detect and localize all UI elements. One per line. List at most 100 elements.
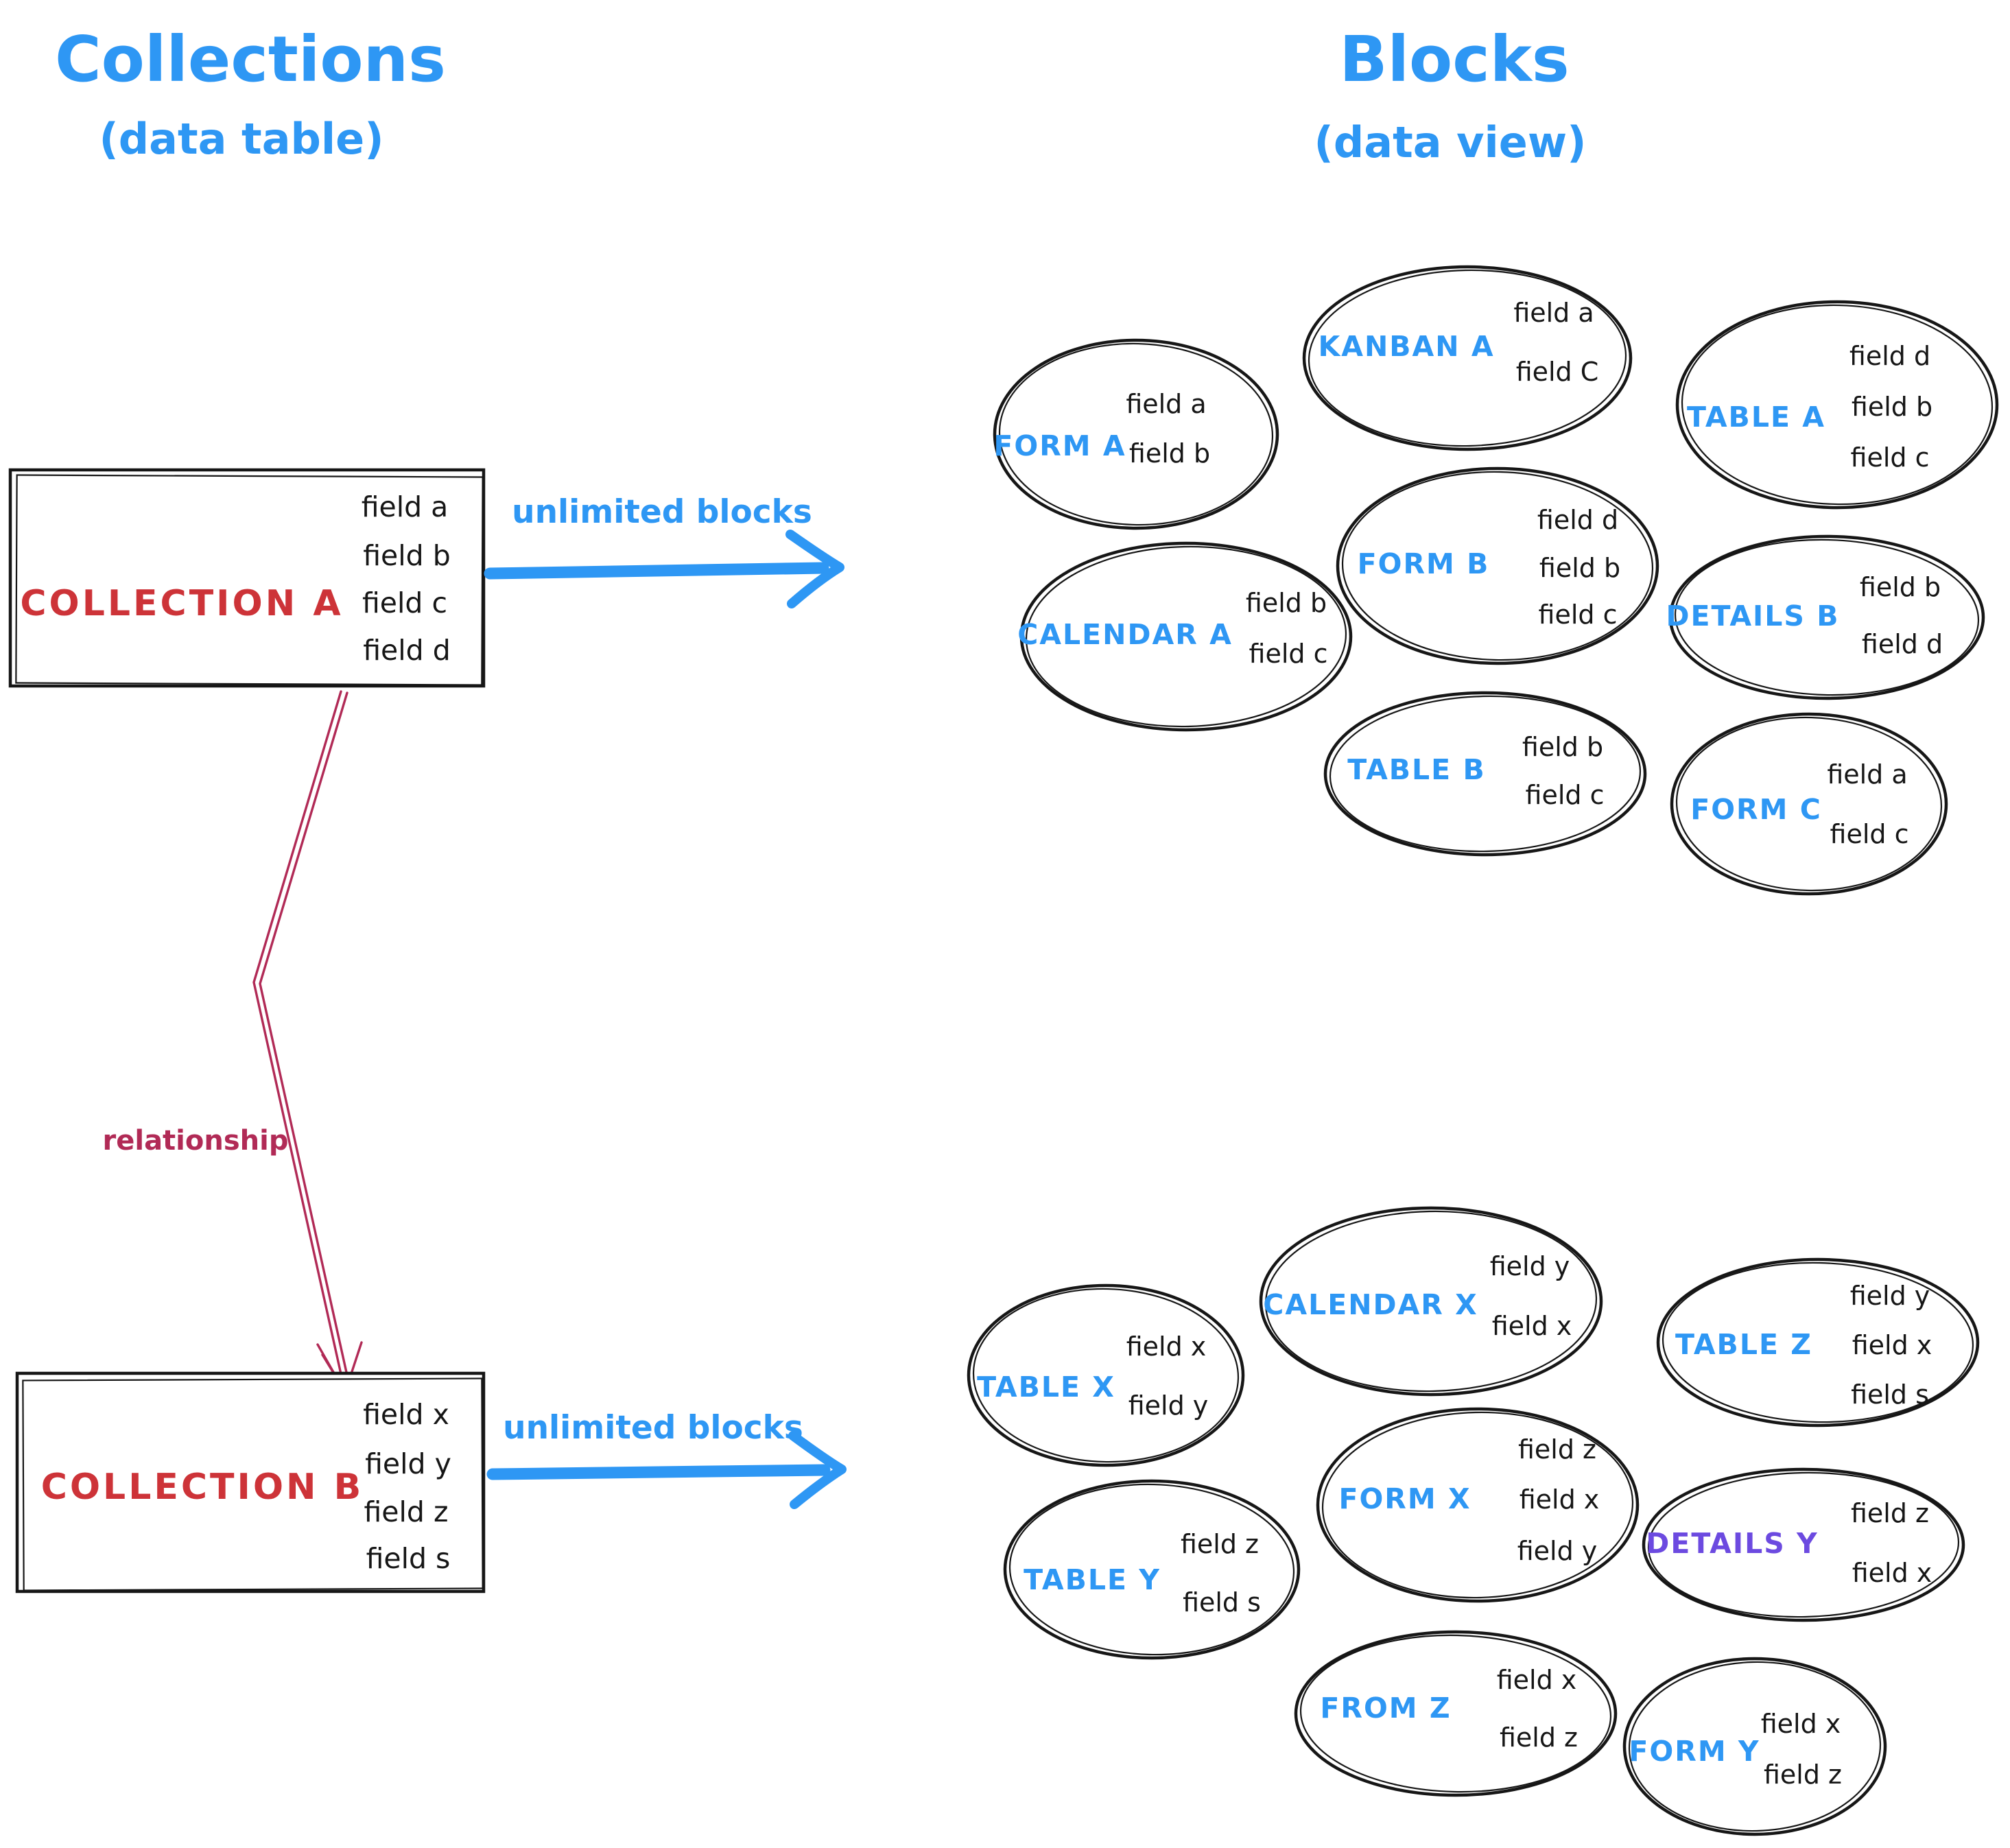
block-details-b: DETAILS B field b field d (1666, 534, 1985, 700)
block-ellipse-echo (972, 1288, 1240, 1463)
block-field: field C (1516, 357, 1599, 387)
block-label: TABLE B (1347, 753, 1485, 786)
relationship-arrowhead (316, 1341, 363, 1411)
block-ellipse (1675, 300, 1999, 510)
block-ellipse-echo (1681, 304, 1994, 506)
block-ellipse (1668, 534, 1985, 700)
block-form-x: FORM X field z field x field y (1316, 1407, 1640, 1603)
block-ellipse-echo (1308, 269, 1627, 447)
block-ellipse (1656, 1257, 1980, 1428)
block-label: TABLE Z (1675, 1328, 1812, 1361)
blocks-title: Blocks (1339, 23, 1569, 96)
collection-b-rect-echo (22, 1377, 484, 1591)
collections-subtitle: (data table) (99, 114, 383, 164)
block-field: field a (1126, 389, 1206, 419)
block-field: field s (1183, 1587, 1261, 1618)
block-label: CALENDAR X (1263, 1288, 1478, 1321)
arrow-head (788, 1431, 847, 1509)
block-field: field y (1490, 1251, 1570, 1281)
block-label: FROM Z (1320, 1692, 1451, 1725)
block-field: field c (1851, 442, 1930, 473)
block-ellipse (1670, 712, 1948, 896)
block-field: field c (1830, 819, 1909, 849)
block-table-z: TABLE Z field y field x field s (1656, 1257, 1980, 1428)
block-field: field d (1849, 341, 1930, 371)
collection-b-rect (15, 1371, 486, 1594)
collection-b-box: COLLECTION B field x field y field z fie… (15, 1371, 486, 1594)
block-ellipse-echo (1674, 538, 1980, 696)
block-ellipse (1003, 1479, 1301, 1660)
collection-a-box: COLLECTION A field a field b field c fie… (8, 468, 486, 688)
block-table-x: TABLE X field x field y (967, 1283, 1245, 1467)
collection-a-rect (8, 468, 486, 688)
block-field: field b (1522, 732, 1603, 762)
block-field: field a (1827, 759, 1907, 790)
collection-a-field: field b (363, 539, 451, 572)
arrow-head (785, 530, 844, 608)
relationship-line (252, 690, 346, 1394)
block-ellipse (1336, 466, 1659, 665)
collections-title: Collections (55, 23, 446, 96)
arrow-line (484, 562, 829, 580)
block-ellipse-echo (1321, 1411, 1634, 1599)
block-ellipse-echo (1025, 545, 1347, 728)
block-field: field z (1181, 1529, 1259, 1559)
block-label: DETAILS Y (1646, 1527, 1818, 1560)
block-ellipse (1622, 1657, 1887, 1836)
collection-b-name: COLLECTION B (41, 1467, 364, 1508)
block-ellipse-echo (1647, 1471, 1960, 1618)
block-form-c: FORM C field a field c (1670, 712, 1948, 896)
collections-header: Collections (data table) (55, 23, 446, 164)
arrow-line (486, 1464, 831, 1480)
block-field: field c (1539, 600, 1618, 630)
block-field: field x (1852, 1330, 1932, 1360)
block-calendar-a: CALENDAR A field b field c (1017, 541, 1353, 732)
block-field: field z (1851, 1498, 1929, 1528)
block-field: field c (1526, 780, 1605, 810)
block-ellipse (1642, 1467, 1965, 1622)
block-field: field y (1517, 1536, 1598, 1566)
arrow-unlimited-blocks-bottom: unlimited blocks (486, 1409, 847, 1509)
block-field: field d (1862, 629, 1943, 659)
block-field: field c (1249, 639, 1328, 669)
collection-b-field: field x (363, 1398, 449, 1431)
block-field: field s (1851, 1379, 1929, 1410)
block-calendar-x: CALENDAR X field y field x (1259, 1206, 1603, 1397)
block-form-y: FORM Y field x field z (1622, 1657, 1887, 1836)
block-field: field x (1126, 1331, 1207, 1362)
block-ellipse-echo (1341, 471, 1654, 661)
collection-a-name: COLLECTION A (20, 583, 343, 624)
block-ellipse-echo (1299, 1634, 1612, 1793)
block-field: field z (1518, 1434, 1596, 1465)
block-ellipse (1316, 1407, 1640, 1603)
blocks-header: Blocks (data view) (1314, 23, 1587, 167)
arrow-label-bottom: unlimited blocks (503, 1409, 803, 1447)
relationship-line-echo (259, 691, 353, 1395)
relationship-label: relationship (103, 1125, 289, 1157)
collection-a-field: field d (363, 634, 451, 667)
block-field: field b (1852, 392, 1932, 422)
block-field: field x (1761, 1709, 1841, 1739)
arrow-unlimited-blocks-top: unlimited blocks (484, 493, 844, 608)
block-label: FORM A (993, 429, 1126, 462)
block-table-b: TABLE B field b field c (1323, 691, 1647, 857)
collection-b-field: field s (366, 1542, 451, 1575)
block-field: field b (1539, 553, 1620, 583)
block-form-a: FORM A field a field b (993, 338, 1279, 530)
block-label: FORM C (1690, 793, 1822, 826)
block-ellipse (1323, 691, 1647, 857)
block-ellipse-echo (1628, 1661, 1882, 1832)
block-field: field b (1860, 572, 1941, 602)
block-form-b: FORM B field d field b field c (1336, 466, 1659, 665)
block-field: field x (1520, 1484, 1600, 1515)
block-ellipse-echo (1675, 716, 1943, 892)
block-from-z: FROM Z field x field z (1294, 1630, 1618, 1797)
block-ellipse (1259, 1206, 1603, 1397)
relationship-connector: relationship (103, 690, 363, 1411)
block-field: field a (1513, 298, 1594, 328)
block-label: FORM B (1358, 547, 1490, 580)
block-field: field b (1129, 438, 1210, 469)
collection-a-field: field c (362, 587, 447, 619)
block-label: DETAILS B (1666, 600, 1840, 632)
block-ellipse-echo (1264, 1210, 1598, 1393)
